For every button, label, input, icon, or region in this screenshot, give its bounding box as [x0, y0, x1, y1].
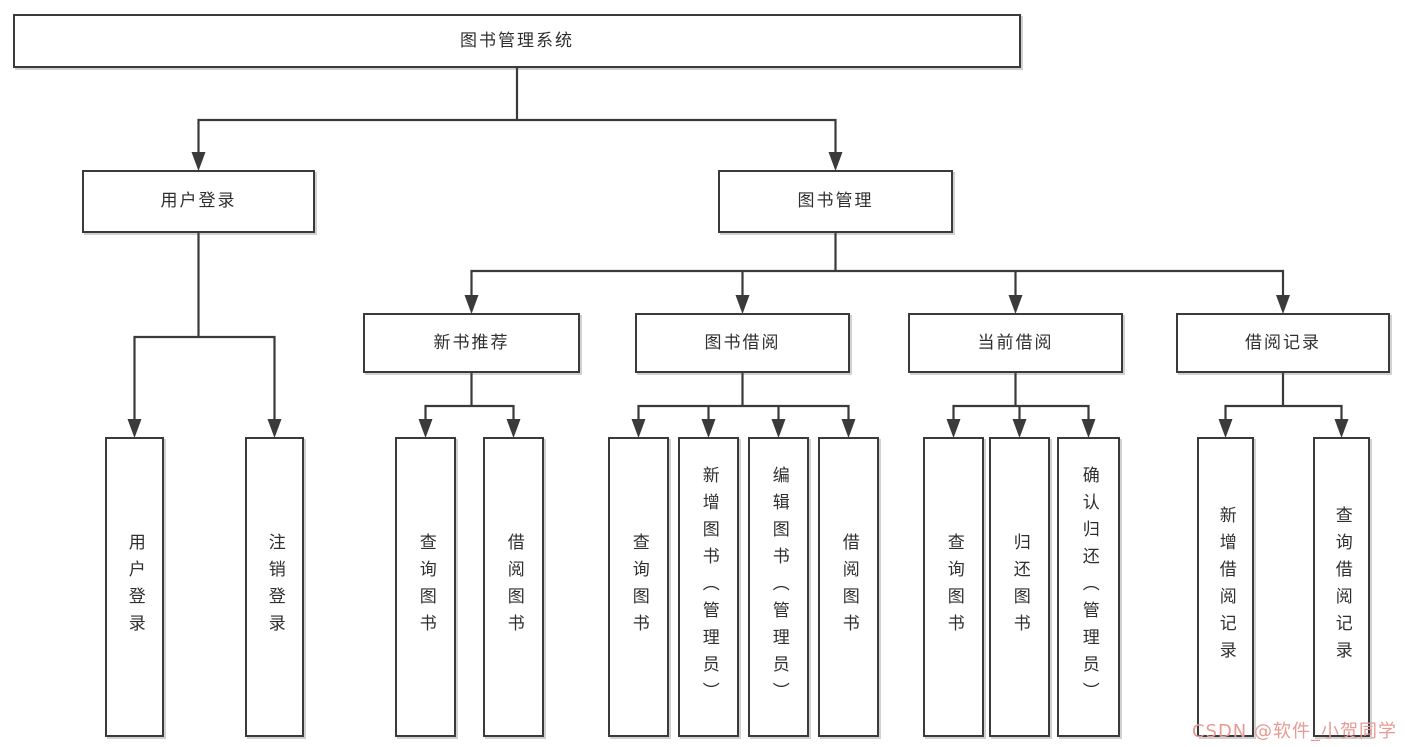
arrowhead-icon: [828, 152, 843, 171]
diagram-node-bb-borrow: 借阅图书: [818, 437, 879, 737]
arrowhead-icon: [418, 419, 433, 438]
connector-path: [133, 231, 276, 425]
arrowhead-icon: [841, 419, 856, 438]
diagram-node-current-borrow: 当前借阅: [908, 313, 1123, 373]
connector-path: [952, 371, 1090, 425]
arrowhead-icon: [127, 419, 142, 438]
diagram-node-book-borrow: 图书借阅: [635, 313, 850, 373]
arrowhead-icon: [1081, 419, 1096, 438]
diagram-node-login-op: 用户登录: [105, 437, 164, 737]
diagram-node-cb-query: 查询图书: [923, 437, 984, 737]
diagram-node-br-add: 新增借阅记录: [1197, 437, 1254, 737]
diagram-node-logout-op: 注销登录: [245, 437, 304, 737]
arrowhead-icon: [1012, 419, 1027, 438]
arrowhead-icon: [946, 419, 961, 438]
diagram-node-root: 图书管理系统: [13, 14, 1021, 68]
arrowhead-icon: [464, 295, 479, 314]
diagram-node-book-mgmt: 图书管理: [718, 170, 953, 233]
arrowhead-icon: [1008, 295, 1023, 314]
diagram-node-cb-return: 归还图书: [989, 437, 1050, 737]
diagram-node-bb-query: 查询图书: [608, 437, 669, 737]
arrowhead-icon: [701, 419, 716, 438]
diagram-node-rec-query: 查询图书: [395, 437, 456, 737]
arrowhead-icon: [1276, 295, 1290, 314]
arrowhead-icon: [771, 419, 786, 438]
diagram-node-br-query: 查询借阅记录: [1313, 437, 1370, 737]
diagram-node-user-login: 用户登录: [82, 170, 315, 233]
connector-path: [470, 231, 1285, 301]
arrowhead-icon: [191, 152, 206, 171]
connector-path: [424, 371, 515, 425]
diagram-node-rec-borrow: 借阅图书: [483, 437, 544, 737]
arrowhead-icon: [506, 419, 521, 438]
arrowhead-icon: [631, 419, 646, 438]
arrowhead-icon: [735, 295, 750, 314]
connector-path: [637, 371, 850, 425]
arrowhead-icon: [1334, 419, 1349, 438]
diagram-node-borrow-records: 借阅记录: [1176, 313, 1390, 373]
arrowhead-icon: [267, 419, 282, 438]
diagram-node-new-book-rec: 新书推荐: [363, 313, 580, 373]
connector-path: [197, 66, 837, 158]
diagram-node-bb-add: 新增图书（管理员）: [678, 437, 739, 737]
arrowhead-icon: [1218, 419, 1233, 438]
diagram-node-bb-edit: 编辑图书（管理员）: [748, 437, 809, 737]
diagram-node-cb-confirm: 确认归还（管理员）: [1057, 437, 1120, 737]
connector-path: [1224, 371, 1343, 425]
